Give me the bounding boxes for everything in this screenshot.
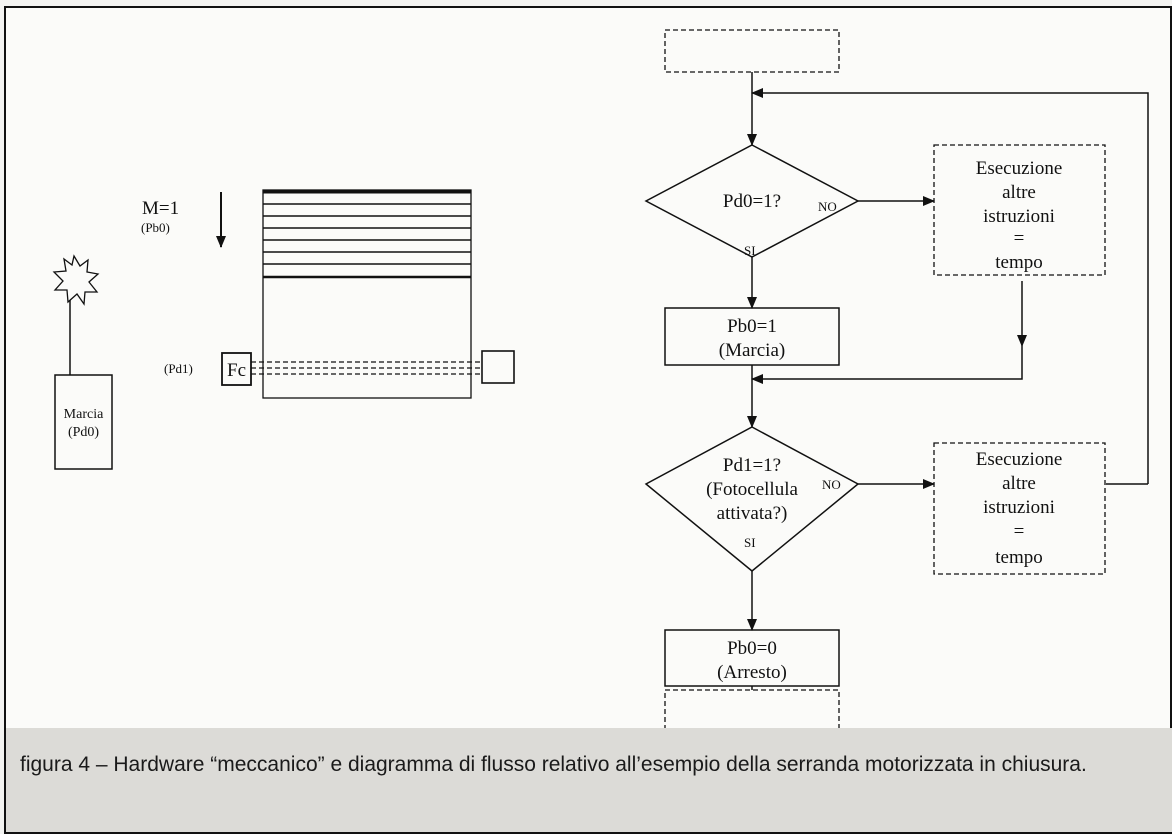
shutter-slats [263,190,471,279]
end-terminal [664,689,840,733]
side-process2-box [933,442,1106,575]
motor-label: M=1 [142,198,179,219]
decision1-no-label: NO [818,199,837,214]
figure-frame [4,6,1172,834]
arrow-side1-return [751,346,1023,384]
decision1-yes-label: SI [744,243,756,258]
side-process2-line3: istruzioni [983,497,1055,518]
marcia-button-label: Marcia [64,407,104,422]
hardware-sketch: Marcia (Pd0) M=1 (Pb0) (Pd1) Fc [52,189,515,470]
caption-bar [6,728,1172,832]
decision1-text: Pd0=1? [723,191,781,212]
side-process2-line5: tempo [995,547,1043,568]
side-process1-line1: Esecuzione [976,158,1063,179]
decision2-line2: (Fotocellula [706,479,798,500]
motor-port-label: (Pb0) [141,220,170,235]
side-process1-line3: istruzioni [983,206,1055,227]
lamp-flash-icon [52,254,100,306]
flowchart: Pd0=1? NO SI Esecuzione altre istruzioni… [644,29,1149,733]
process2-line2: (Arresto) [717,662,787,683]
side-process1-line5: tempo [995,252,1043,273]
decision2-line3: attivata?) [717,503,788,524]
photocell-emitter [221,352,252,386]
decision2-line1: Pd1=1? [723,455,781,476]
photocell-receiver [481,350,515,384]
photocell-beam [251,361,482,375]
side-process2-line1: Esecuzione [976,449,1063,470]
process2-line1: Pb0=0 [727,638,777,659]
decision2-no-label: NO [822,477,841,492]
process1-line2: (Marcia) [719,340,785,361]
side-process2-line2: altre [1002,473,1036,494]
marcia-button-box [54,374,113,470]
loop-back-line [751,88,1149,484]
photocell-port-label: (Pd1) [164,361,193,376]
side-process2-line4: = [1014,521,1025,542]
process1-line1: Pb0=1 [727,316,777,337]
marcia-button-port: (Pd0) [68,425,99,440]
side-process1-line2: altre [1002,182,1036,203]
start-terminal [664,29,840,73]
figure-caption: figura 4 – Hardware “meccanico” e diagra… [20,753,1087,776]
photocell-label: Fc [227,360,246,381]
side-process1-line4: = [1014,228,1025,249]
decision2-yes-label: SI [744,535,756,550]
shutter-frame [262,189,472,399]
side-process1-box [933,144,1106,276]
